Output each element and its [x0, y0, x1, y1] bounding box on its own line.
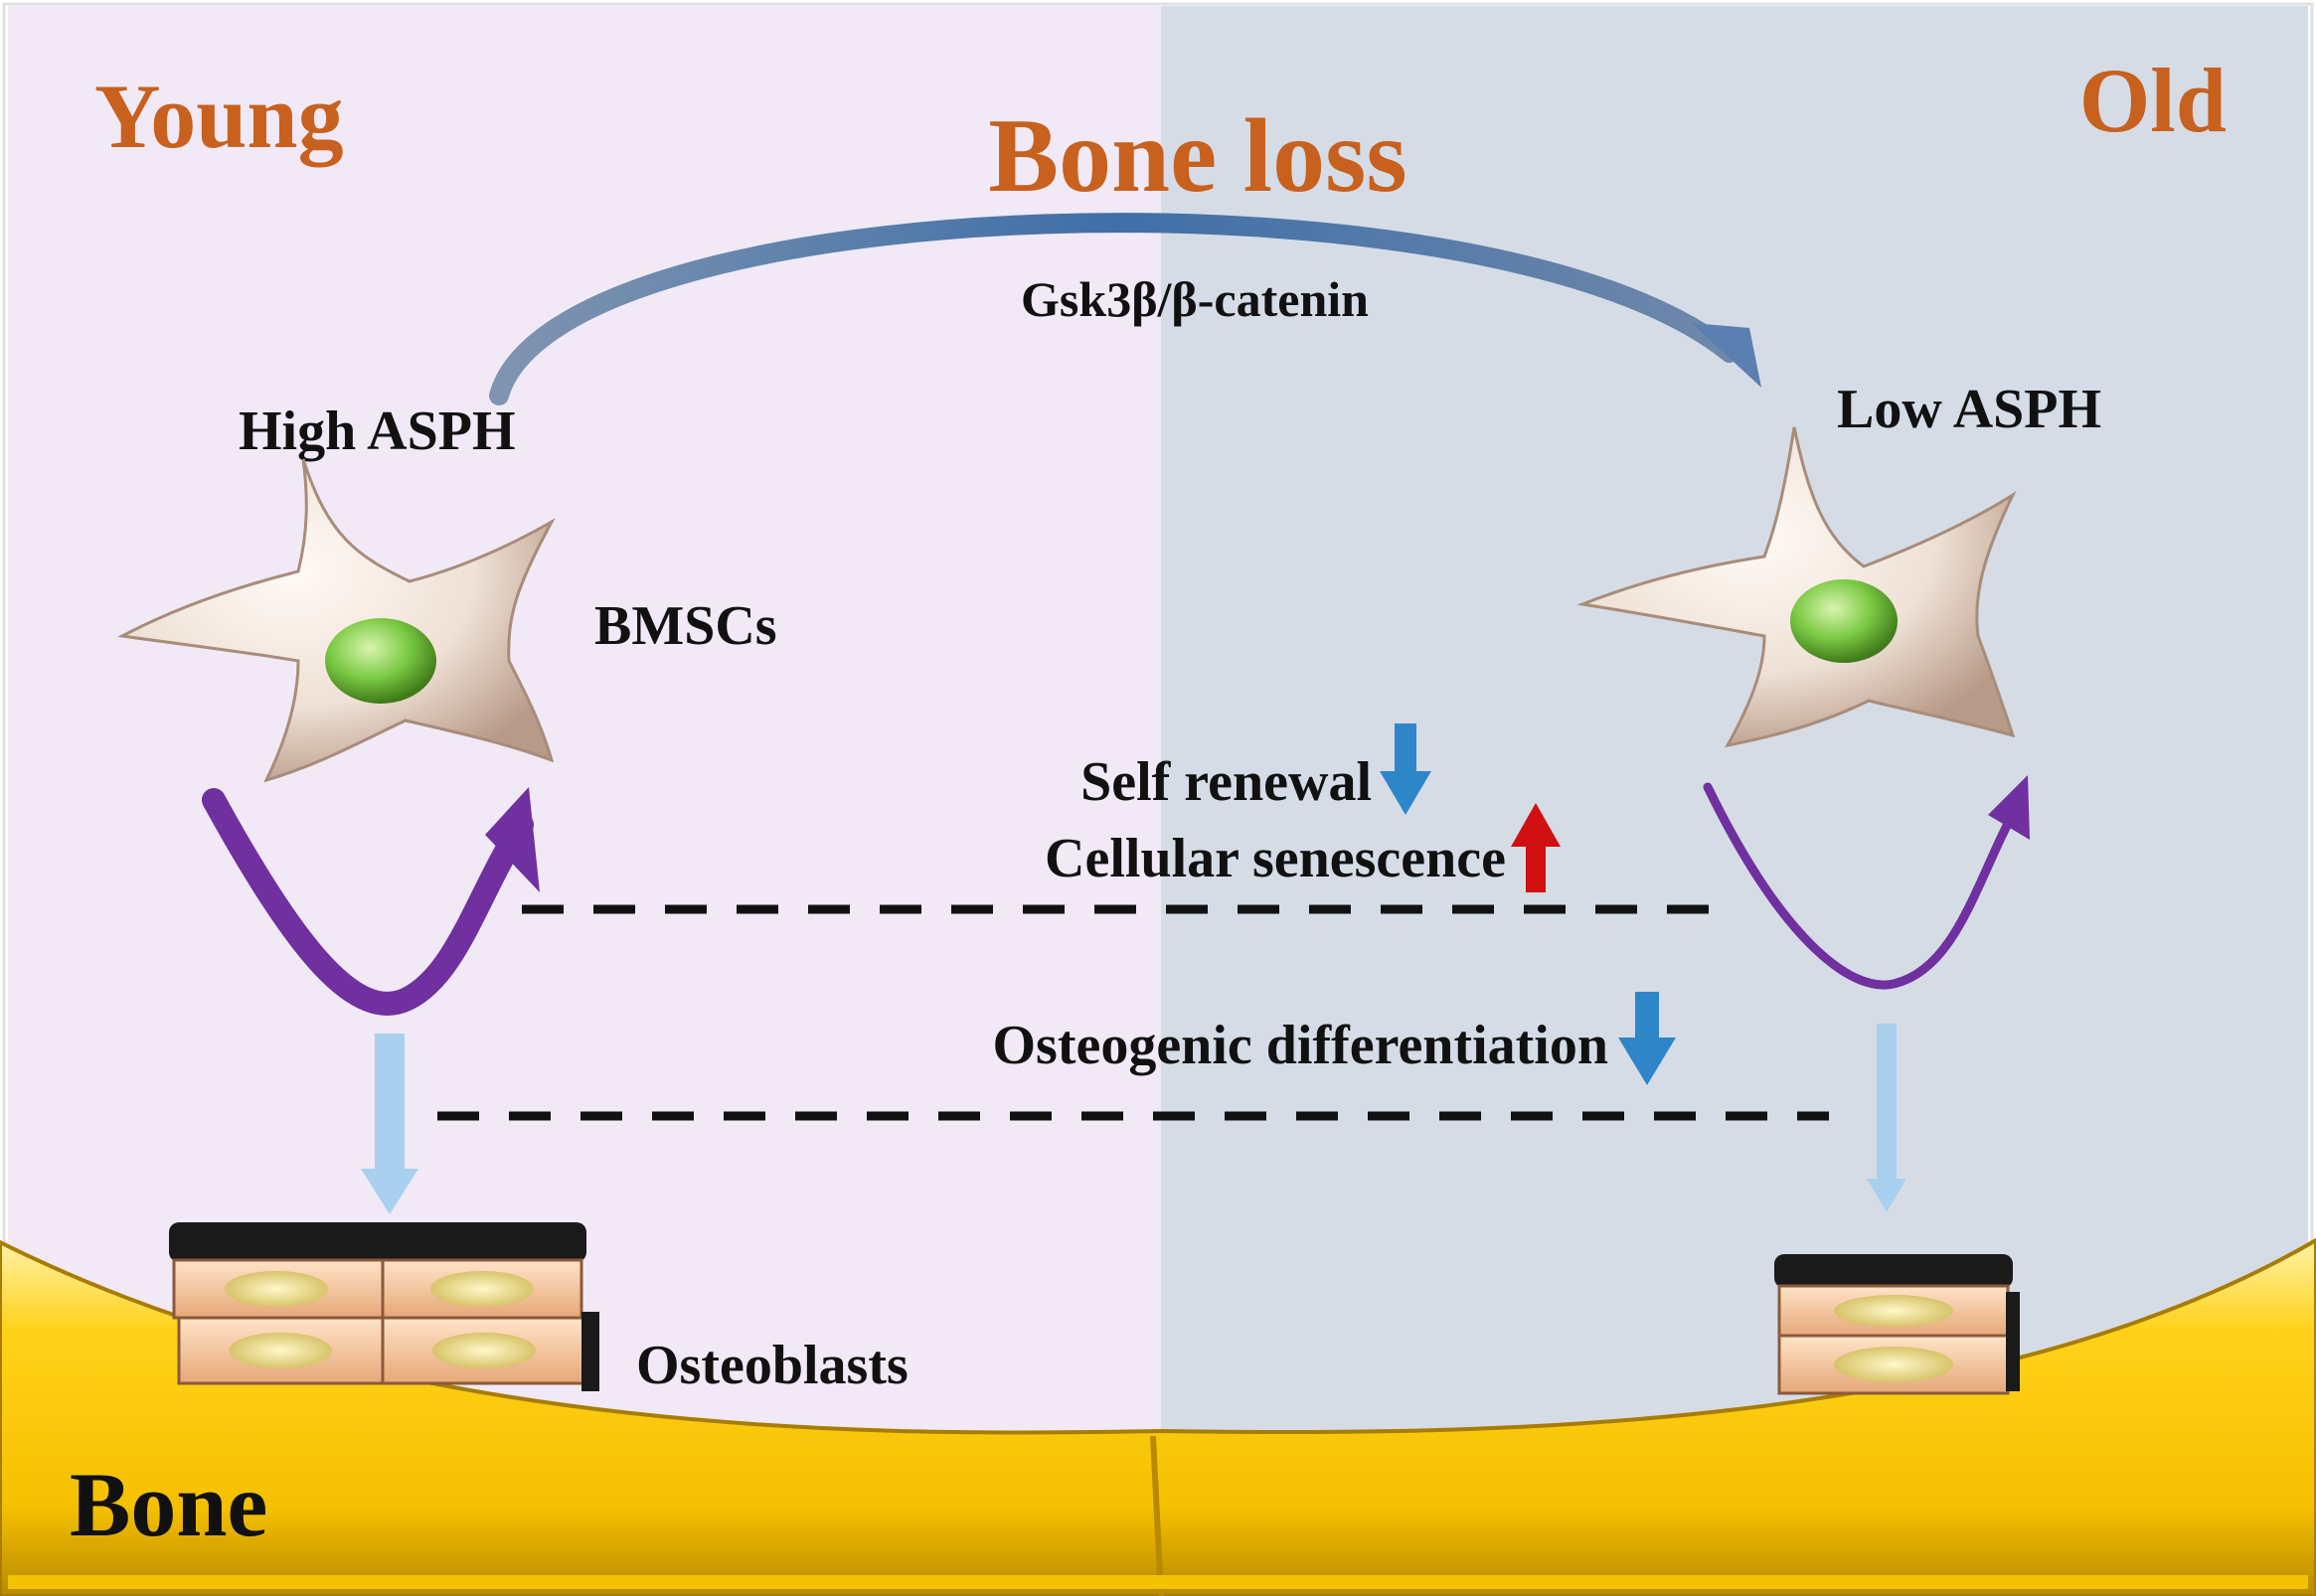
- pathway-arrow: [489, 213, 1761, 405]
- young-cycle-arrow: [202, 787, 540, 1016]
- bone-label: Bone: [70, 1454, 267, 1555]
- young-title: Young: [94, 66, 344, 167]
- old-cycle-arrow: [1703, 775, 2030, 990]
- main-title: Bone loss: [988, 97, 1406, 214]
- osteogenic-label: Osteogenic differentiation: [992, 1015, 1608, 1076]
- self-renewal-label: Self renewal: [1080, 751, 1372, 813]
- old-asph-label: Low ASPH: [1837, 379, 2101, 440]
- old-title: Old: [2079, 50, 2227, 151]
- old-bmsc-cell: [1576, 426, 2017, 748]
- osteogenic-down-icon: [1618, 992, 1676, 1085]
- osteoblasts-label: Osteoblasts: [636, 1335, 909, 1396]
- bmscs-label: BMSCs: [594, 595, 777, 657]
- old-osteoblasts: [1774, 1254, 2020, 1395]
- young-osteoblasts: [169, 1222, 599, 1391]
- senescence-up-icon: [1511, 803, 1561, 892]
- young-differentiation-arrow: [361, 1034, 418, 1214]
- young-asph-label: High ASPH: [239, 400, 516, 462]
- old-differentiation-arrow: [1867, 1024, 1906, 1212]
- young-bmsc-cell: [117, 458, 556, 783]
- old-nucleus-icon: [1790, 579, 1898, 663]
- old-panel-bg: [1161, 6, 2308, 1590]
- senescence-label: Cellular senescence: [1045, 828, 1506, 889]
- pathway-label: Gsk3β/β-catenin: [1021, 271, 1369, 327]
- young-nucleus-icon: [325, 618, 436, 704]
- self-renewal-down-icon: [1380, 723, 1431, 815]
